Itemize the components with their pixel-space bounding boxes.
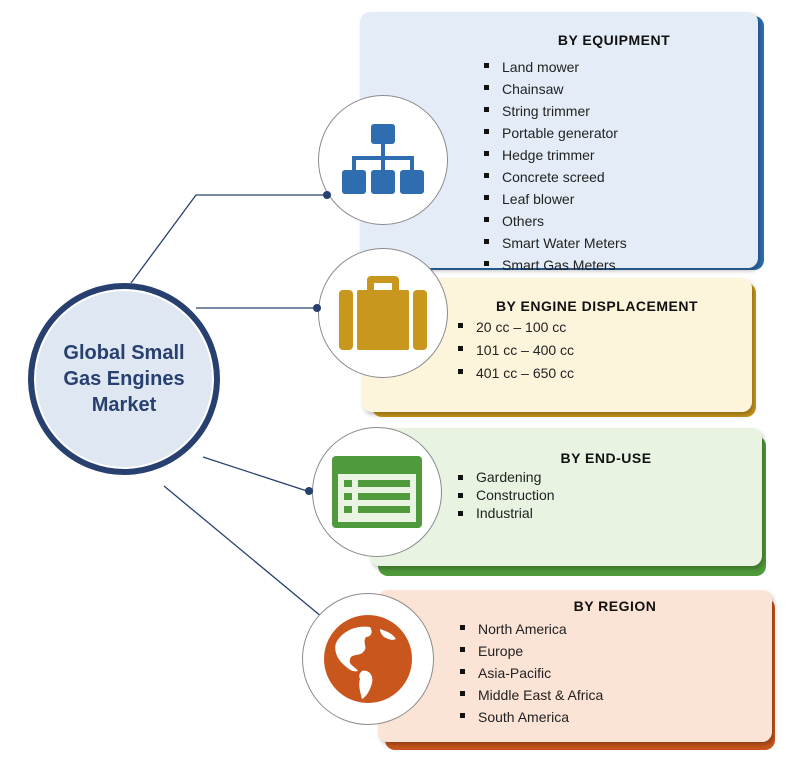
- displacement-heading: BY ENGINE DISPLACEMENT: [495, 298, 699, 314]
- equipment-list: Land mower Chainsaw String trimmer Porta…: [480, 56, 627, 276]
- region-list: North America Europe Asia-Pacific Middle…: [456, 618, 603, 728]
- hierarchy-icon: [342, 124, 424, 194]
- equipment-heading: BY EQUIPMENT: [557, 32, 671, 48]
- list-item: 20 cc – 100 cc: [454, 316, 574, 339]
- displacement-connector-dot: [313, 304, 321, 312]
- list-item: Land mower: [480, 56, 627, 78]
- end-use-list: Gardening Construction Industrial: [454, 468, 555, 522]
- hub-title: Global Small Gas Engines Market: [63, 342, 185, 416]
- list-item: South America: [456, 706, 603, 728]
- connector-region: [163, 485, 323, 618]
- connector-end-use: [202, 456, 308, 492]
- end-use-connector-dot: [305, 487, 313, 495]
- displacement-icon-circle: [318, 248, 448, 378]
- globe-icon: [324, 615, 412, 703]
- region-panel: BY REGION North America Europe Asia-Paci…: [378, 590, 772, 742]
- list-item: Gardening: [454, 468, 555, 486]
- list-item: Middle East & Africa: [456, 684, 603, 706]
- equipment-icon-circle: [318, 95, 448, 225]
- list-item: Hedge trimmer: [480, 144, 627, 166]
- connector-equipment: [130, 194, 330, 284]
- region-icon-circle: [302, 593, 434, 725]
- list-item: Asia-Pacific: [456, 662, 603, 684]
- list-item: Smart Water Meters: [480, 232, 627, 254]
- list-item: North America: [456, 618, 603, 640]
- equipment-connector-dot: [323, 191, 331, 199]
- market-hub-circle: Global Small Gas Engines Market: [28, 283, 220, 475]
- list-item: Portable generator: [480, 122, 627, 144]
- list-item: String trimmer: [480, 100, 627, 122]
- list-item: Others: [480, 210, 627, 232]
- list-item: Chainsaw: [480, 78, 627, 100]
- end-use-heading: BY END-USE: [560, 450, 652, 466]
- list-item: Industrial: [454, 504, 555, 522]
- list-item: Concrete screed: [480, 166, 627, 188]
- list-item: Leaf blower: [480, 188, 627, 210]
- equipment-panel: BY EQUIPMENT Land mower Chainsaw String …: [360, 12, 758, 273]
- list-item: 401 cc – 650 cc: [454, 362, 574, 385]
- list-item: 101 cc – 400 cc: [454, 339, 574, 362]
- end-use-icon-circle: [312, 427, 442, 557]
- briefcase-icon: [339, 276, 427, 350]
- region-heading: BY REGION: [573, 598, 657, 614]
- displacement-list: 20 cc – 100 cc 101 cc – 400 cc 401 cc – …: [454, 316, 574, 385]
- list-item: Europe: [456, 640, 603, 662]
- list-item: Smart Gas Meters: [480, 254, 627, 276]
- list-icon: [332, 456, 422, 528]
- list-item: Construction: [454, 486, 555, 504]
